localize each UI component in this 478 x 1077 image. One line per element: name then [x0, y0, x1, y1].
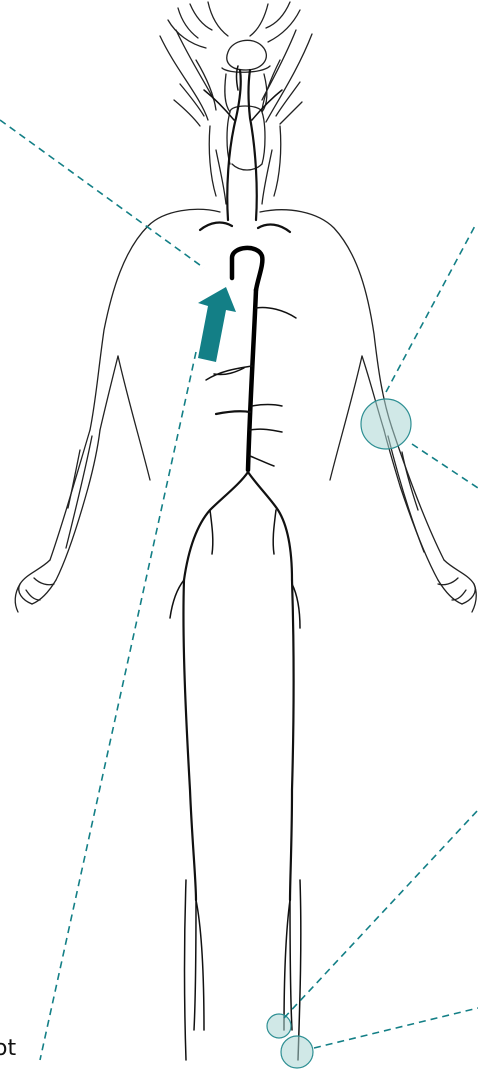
leader-line-dorsalis-pedis: [314, 1008, 478, 1048]
partial-label-bottom-left: ot: [0, 1036, 16, 1061]
pulse-points: [267, 399, 411, 1068]
leader-line-brachial-lower: [412, 444, 478, 488]
leader-line-aorta: [0, 120, 204, 268]
arterial-tree: [170, 66, 301, 1060]
head-outline: [160, 2, 312, 204]
leader-lines: [0, 120, 478, 1060]
dorsalis-pedis-pulse-marker: [281, 1036, 313, 1068]
up-arrow-icon: [198, 287, 236, 362]
leader-line-posterior-tibial: [284, 810, 478, 1018]
brachial-pulse-marker: [361, 399, 411, 449]
leader-line-femoral: [40, 352, 196, 1060]
posterior-tibial-pulse-marker: [267, 1014, 291, 1038]
leader-line-brachial-upper: [386, 224, 476, 392]
